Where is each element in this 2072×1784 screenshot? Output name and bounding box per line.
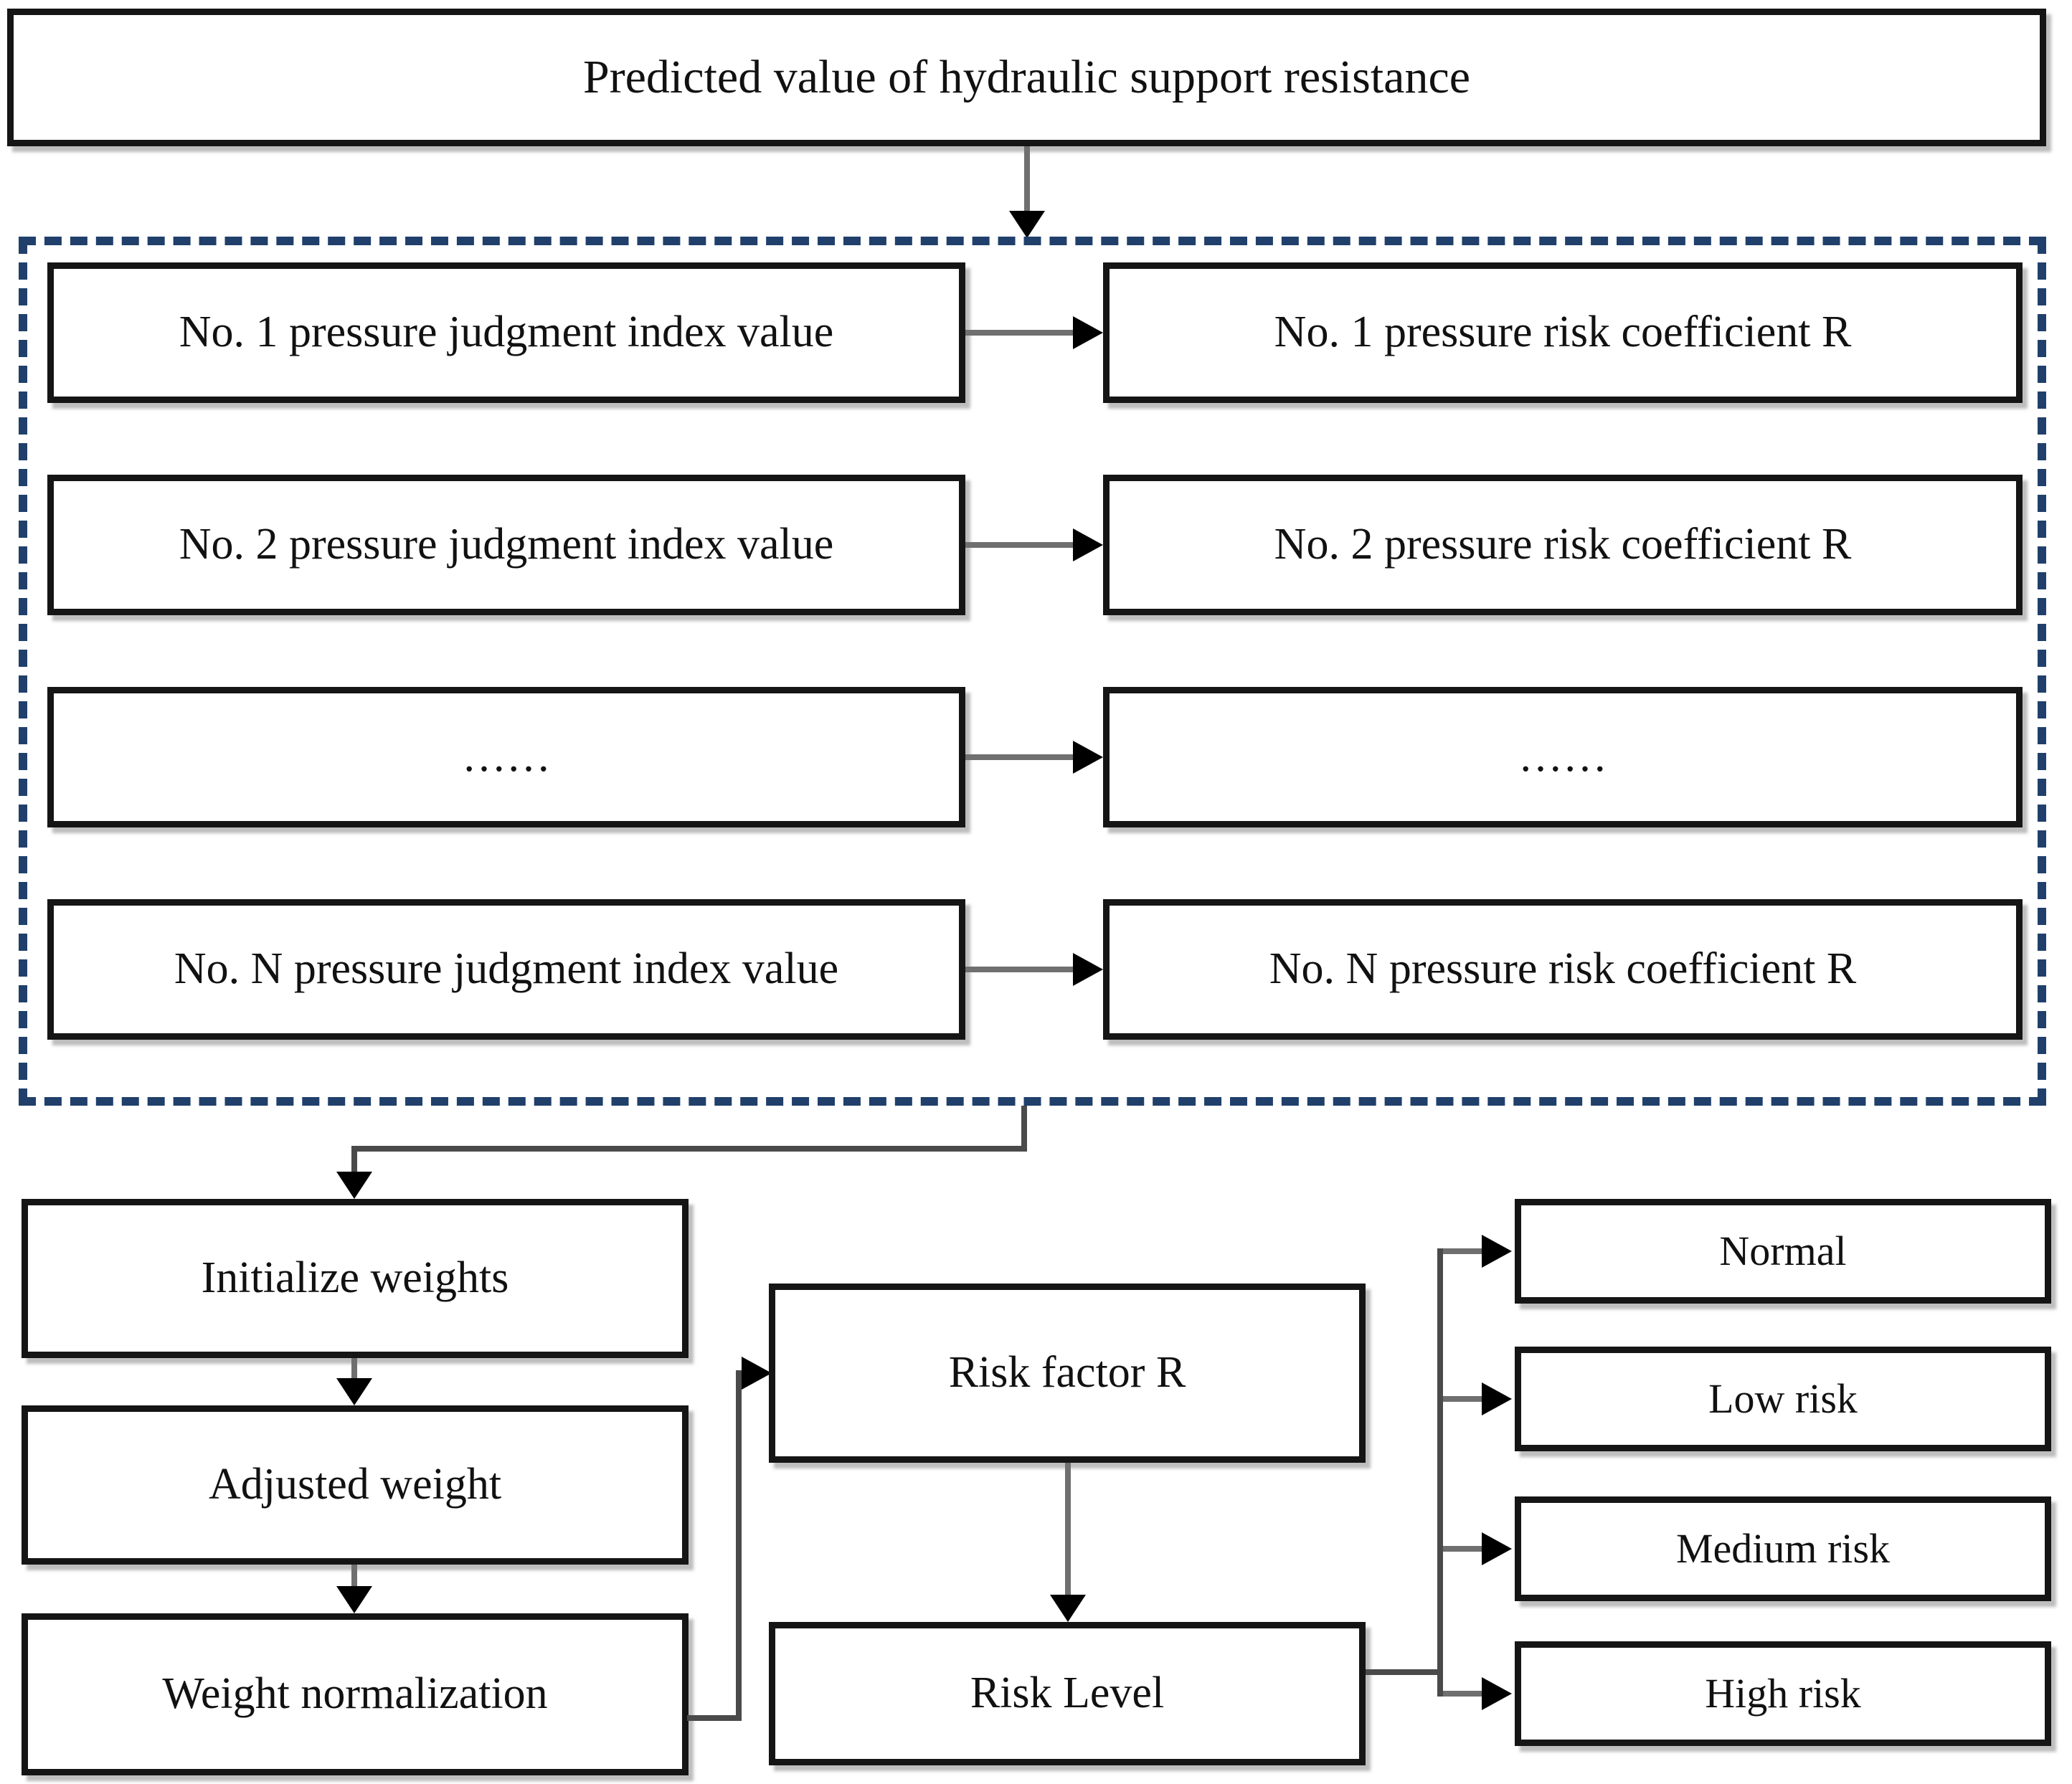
row4-right-label: No. N pressure risk coefficient R — [1269, 944, 1857, 994]
risklevel-exit-hline — [1366, 1669, 1443, 1675]
weights-arrow1-stem — [351, 1358, 357, 1381]
row2-right-label: No. 2 pressure risk coefficient R — [1274, 520, 1852, 569]
group-exit-drop — [351, 1146, 357, 1175]
weights-arrow2-stem — [351, 1565, 357, 1588]
row2-right-box: No. 2 pressure risk coefficient R — [1103, 475, 2023, 615]
branch-low-head-icon — [1482, 1382, 1512, 1415]
row4-right-box: No. N pressure risk coefficient R — [1103, 899, 2023, 1040]
row4-left-box: No. N pressure judgment index value — [47, 899, 965, 1040]
branch-high-stem — [1443, 1691, 1483, 1697]
riskfactor-to-risklevel-head-icon — [1050, 1595, 1086, 1622]
risk-level-box: Risk Level — [769, 1622, 1366, 1765]
row1-right-label: No. 1 pressure risk coefficient R — [1274, 308, 1852, 357]
row3-arrow-head-icon — [1073, 741, 1103, 774]
weight-normalization-box: Weight normalization — [22, 1613, 689, 1775]
risk-factor-box: Risk factor R — [769, 1284, 1366, 1463]
row1-arrow-head-icon — [1073, 316, 1103, 349]
normal-label: Normal — [1719, 1227, 1847, 1274]
group-exit-hline — [351, 1146, 1027, 1152]
low-risk-label: Low risk — [1708, 1375, 1858, 1422]
row2-left-label: No. 2 pressure judgment index value — [179, 520, 834, 569]
group-exit-arrow-head-icon — [336, 1172, 372, 1199]
branch-normal-stem — [1443, 1248, 1483, 1254]
arrow-top-to-group-stem — [1024, 146, 1030, 215]
row3-left-label: …… — [462, 732, 551, 782]
row2-arrow-head-icon — [1073, 528, 1103, 561]
row3-left-box: …… — [47, 687, 965, 827]
row1-arrow-stem — [965, 330, 1074, 336]
branch-low-stem — [1443, 1396, 1483, 1402]
row4-arrow-head-icon — [1073, 953, 1103, 986]
riskfactor-to-risklevel-stem — [1065, 1463, 1071, 1596]
branch-medium-stem — [1443, 1546, 1483, 1552]
row2-arrow-stem — [965, 542, 1074, 548]
predicted-value-box: Predicted value of hydraulic support res… — [7, 9, 2046, 146]
group-exit-vline — [1021, 1106, 1027, 1152]
initialize-weights-label: Initialize weights — [201, 1253, 509, 1303]
risk-factor-label: Risk factor R — [948, 1348, 1186, 1398]
weights-arrow2-head-icon — [336, 1586, 372, 1613]
medium-risk-box: Medium risk — [1515, 1496, 2051, 1601]
riskfactor-feed-vline — [736, 1370, 742, 1721]
normal-box: Normal — [1515, 1199, 2051, 1304]
row1-left-label: No. 1 pressure judgment index value — [179, 308, 834, 357]
normalize-exit-hline — [687, 1715, 742, 1721]
row2-left-box: No. 2 pressure judgment index value — [47, 475, 965, 615]
row3-right-box: …… — [1103, 687, 2023, 827]
pressure-index-group — [19, 237, 2046, 1106]
branch-medium-head-icon — [1482, 1532, 1512, 1565]
low-risk-box: Low risk — [1515, 1347, 2051, 1451]
row1-left-box: No. 1 pressure judgment index value — [47, 262, 965, 403]
row4-arrow-stem — [965, 967, 1074, 972]
riskfactor-feed-arrow-head-icon — [742, 1357, 772, 1390]
arrow-top-to-group-head-icon — [1009, 211, 1045, 238]
branch-high-head-icon — [1482, 1677, 1512, 1710]
row4-left-label: No. N pressure judgment index value — [174, 944, 839, 994]
row1-right-box: No. 1 pressure risk coefficient R — [1103, 262, 2023, 403]
predicted-value-label: Predicted value of hydraulic support res… — [582, 51, 1471, 104]
high-risk-label: High risk — [1705, 1669, 1861, 1717]
adjusted-weight-label: Adjusted weight — [208, 1460, 502, 1509]
adjusted-weight-box: Adjusted weight — [22, 1405, 689, 1565]
row3-right-label: …… — [1518, 732, 1607, 782]
initialize-weights-box: Initialize weights — [22, 1199, 689, 1358]
weight-normalization-label: Weight normalization — [162, 1669, 548, 1719]
row3-arrow-stem — [965, 754, 1074, 760]
levels-spine-vline — [1437, 1248, 1443, 1697]
risk-level-label: Risk Level — [970, 1669, 1165, 1718]
medium-risk-label: Medium risk — [1675, 1524, 1891, 1572]
high-risk-box: High risk — [1515, 1641, 2051, 1746]
branch-normal-head-icon — [1482, 1235, 1512, 1268]
weights-arrow1-head-icon — [336, 1378, 372, 1405]
